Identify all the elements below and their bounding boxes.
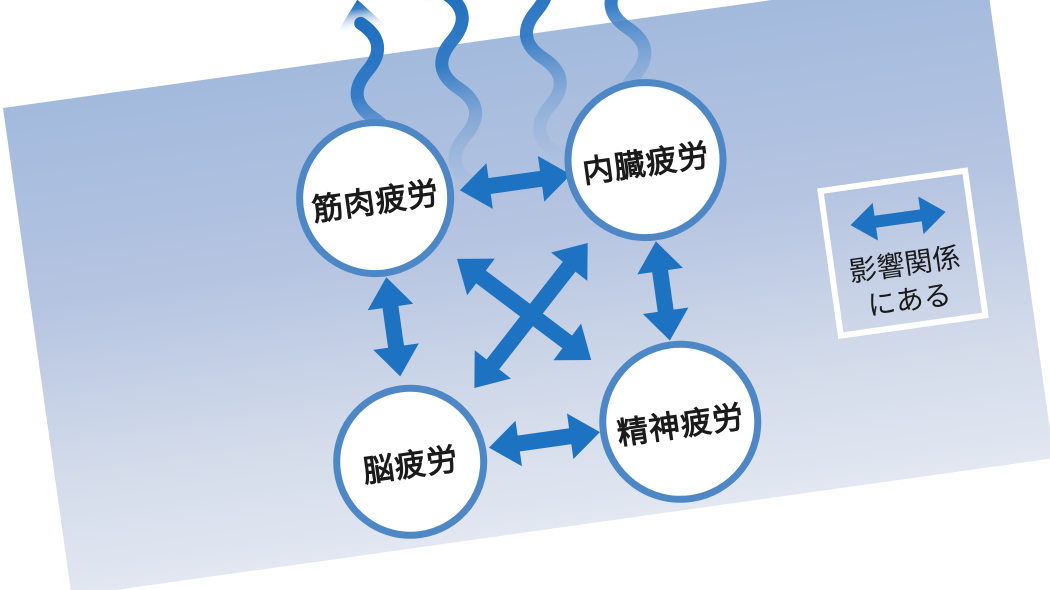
node-muscle-fatigue-label: 筋肉疲労 [309, 174, 442, 229]
node-brain-fatigue-label: 脳疲労 [360, 440, 461, 490]
legend-box: 影響関係 にある [817, 167, 989, 339]
legend-text: 影響関係 にある [847, 239, 968, 326]
double-arrow-visceral-mental-icon [633, 238, 692, 343]
tilted-gradient-panel: 筋肉疲労 内臓疲労 脳疲労 精神疲労 影響関係 にある [3, 0, 1050, 590]
double-arrow-brain-mental-icon [486, 409, 603, 470]
node-brain-fatigue: 脳疲労 [323, 374, 498, 549]
node-visceral-fatigue-label: 内臓疲労 [580, 136, 712, 191]
node-mental-fatigue-label: 精神疲労 [614, 398, 747, 452]
node-mental-fatigue: 精神疲労 [588, 330, 772, 514]
legend-double-arrow-icon [848, 193, 948, 244]
